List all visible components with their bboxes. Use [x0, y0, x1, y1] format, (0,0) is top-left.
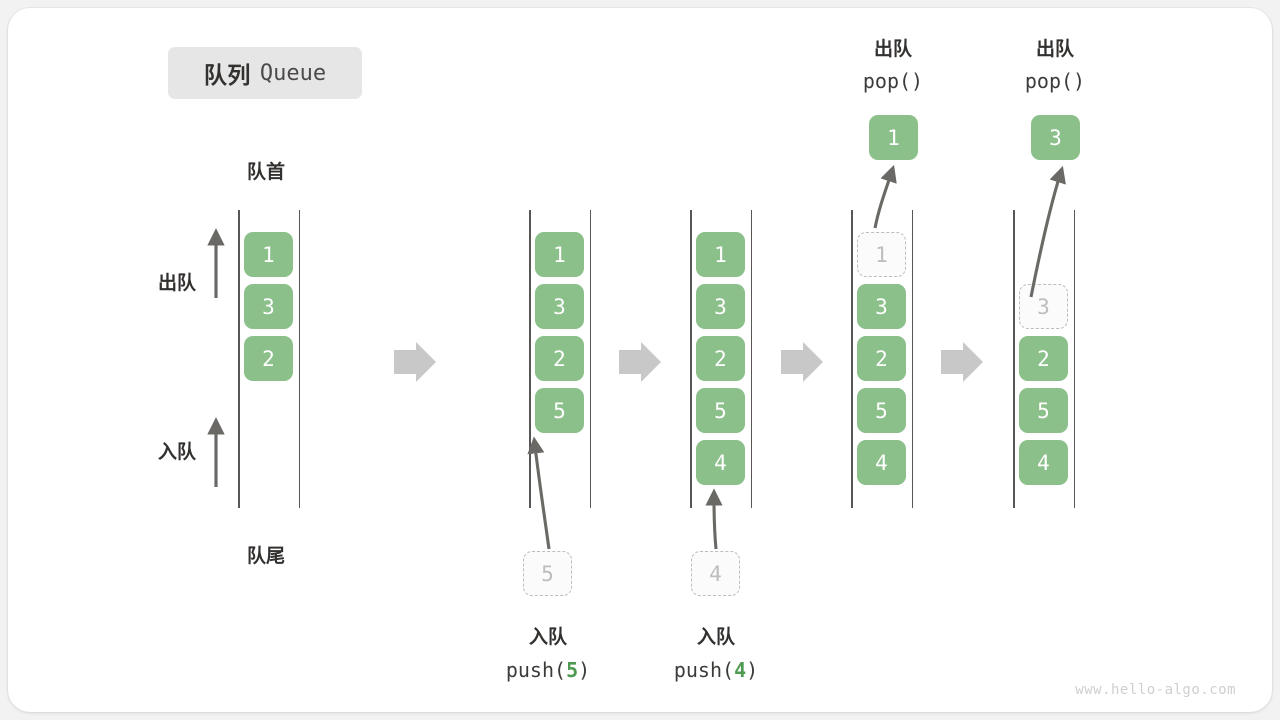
queue-cell: 1 [535, 232, 584, 277]
column-rail-right [911, 210, 914, 508]
queue-cell: 2 [696, 336, 745, 381]
label-pop1-cn: 出队 [873, 39, 912, 60]
queue-cell: 2 [857, 336, 906, 381]
popped-cell-1: 1 [869, 115, 918, 160]
column-rail-right [589, 210, 592, 508]
queue-cell-new: 5 [535, 388, 584, 433]
label-queue-front: 队首 [246, 162, 285, 183]
queue-cell: 2 [1019, 336, 1068, 381]
column-rail-left [1013, 210, 1015, 508]
queue-cell: 5 [857, 388, 906, 433]
column-rail-right [750, 210, 753, 508]
queue-cell: 2 [244, 336, 293, 381]
ghost-input-cell-5: 5 [523, 551, 572, 596]
push4-prefix: push( [673, 658, 735, 682]
queue-cell: 3 [244, 284, 293, 329]
label-pop1-call: pop() [862, 69, 924, 93]
queue-cell: 3 [696, 284, 745, 329]
push4-suffix: ) [746, 658, 759, 682]
diagram-card [8, 8, 1272, 712]
push5-prefix: push( [505, 658, 567, 682]
column-rail-right [1073, 210, 1076, 508]
queue-cell-popped-ghost: 1 [857, 232, 906, 277]
ghost-input-cell-4: 4 [691, 551, 740, 596]
queue-cell: 5 [1019, 388, 1068, 433]
title-english: Queue [259, 60, 327, 86]
queue-cell: 1 [696, 232, 745, 277]
column-rail-left [529, 210, 531, 508]
queue-cell: 4 [857, 440, 906, 485]
push5-value: 5 [566, 658, 579, 682]
column-rail-left [851, 210, 853, 508]
title-badge: 队列 Queue [168, 47, 362, 99]
queue-cell: 1 [244, 232, 293, 277]
push4-value: 4 [734, 658, 747, 682]
queue-cell: 3 [857, 284, 906, 329]
queue-cell-popped-ghost: 3 [1019, 284, 1068, 329]
queue-cell: 4 [1019, 440, 1068, 485]
label-push4-cn: 入队 [696, 627, 735, 648]
queue-cell: 3 [535, 284, 584, 329]
popped-cell-3: 3 [1031, 115, 1080, 160]
label-pop3-cn: 出队 [1035, 39, 1074, 60]
label-enqueue-direction: 入队 [157, 442, 196, 463]
queue-cell-new: 4 [696, 440, 745, 485]
column-rail-left [238, 210, 240, 508]
label-pop3-call: pop() [1024, 69, 1086, 93]
column-rail-left [690, 210, 692, 508]
column-rail-right [298, 210, 301, 508]
label-queue-rear: 队尾 [246, 546, 285, 567]
push5-suffix: ) [578, 658, 591, 682]
title-chinese: 队列 [203, 62, 251, 88]
watermark: www.hello-algo.com [1075, 682, 1236, 698]
label-push5-call: push(5) [489, 658, 607, 682]
label-push4-call: push(4) [657, 658, 775, 682]
queue-cell: 5 [696, 388, 745, 433]
label-dequeue-direction: 出队 [157, 273, 196, 294]
label-push5-cn: 入队 [528, 627, 567, 648]
queue-cell: 2 [535, 336, 584, 381]
